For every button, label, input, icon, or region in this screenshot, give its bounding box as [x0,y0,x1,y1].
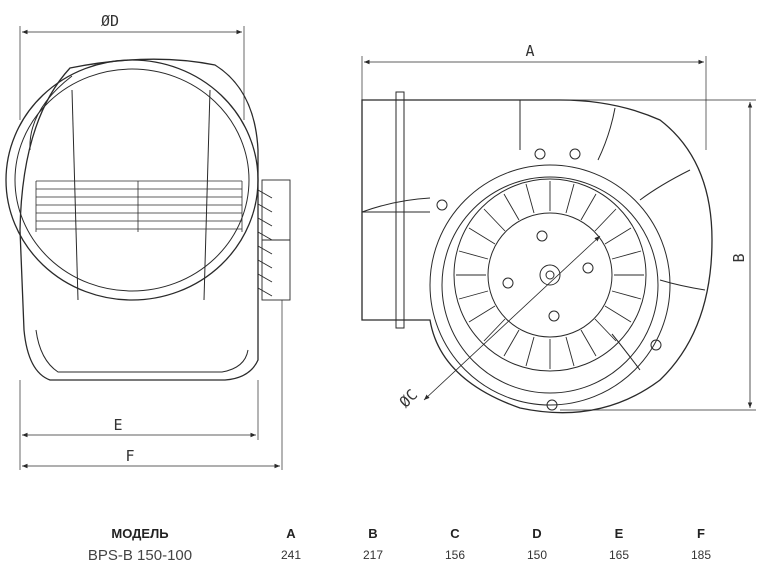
header-d: D [532,525,542,541]
motor-cooling-fin [565,336,575,367]
motor-side-fins [257,179,291,301]
inlet-collar-inner [14,68,250,292]
motor-cooling-fin [594,208,617,232]
motor-cooling-fin [468,305,496,323]
volute-contour [639,169,691,201]
motor-cooling-fin [458,290,489,300]
motor-hub [539,264,561,286]
volute-contour [361,197,431,213]
inlet-collar-outer [5,59,259,301]
motor-cooling-fin [580,193,597,221]
motor-cooling-fins [456,181,644,369]
cell-a: 241 [280,548,302,562]
dim-label-c: ØC [396,386,422,412]
header-c: C [450,525,460,541]
dim-line-diameter-c [423,235,601,401]
header-a: A [286,525,296,541]
table-row: BPS-B 150-100 241 217 156 150 165 185 [30,544,742,566]
cell-e: 165 [608,548,630,562]
dim-label-d: ØD [101,12,119,30]
motor-cooling-fin [525,183,535,214]
motor-bolt [502,277,514,289]
motor-bolt [536,230,548,242]
motor-fin [257,189,273,297]
front-housing-outline [19,58,259,381]
motor-bolt [548,310,560,322]
header-f: F [697,525,705,541]
motor-bolt [582,262,594,274]
dim-label-f: F [125,447,134,465]
header-b: B [368,525,378,541]
outlet-flange [395,91,405,329]
spec-table: МОДЕЛЬ A B C D E F BPS-B 150-100 241 217… [30,522,742,566]
cell-f: 185 [690,548,712,562]
impeller-blades [35,180,243,232]
motor-cooling-fin [483,208,506,232]
motor-cooling-fin [604,305,632,323]
header-model: МОДЕЛЬ [111,525,169,541]
motor-hub-center [545,270,555,280]
volute-contour [597,107,616,161]
motor-cooling-fin [611,290,642,300]
motor-mount-ear [546,399,558,411]
motor-cooling-fin [594,318,617,342]
housing-contour [29,75,73,151]
volute-contour [659,279,706,291]
motor-mount-ear [436,199,448,211]
fan-dimension-drawing: ØD E F [5,12,756,470]
scroll-shadow-line [203,89,211,301]
motor-cooling-fin [483,318,506,342]
motor-mount-ear [569,148,581,160]
motor-cooling-fin [503,193,520,221]
dim-label-e: E [113,416,122,434]
motor-cooling-fin [468,227,496,245]
scroll-shadow-line [71,89,79,301]
motor-cooling-fin [604,227,632,245]
volute-contour [611,333,641,371]
cell-d: 150 [526,548,548,562]
motor-cooling-fin [580,329,597,357]
cell-model: BPS-B 150-100 [87,546,193,564]
motor-mount-ear [534,148,546,160]
volute-housing-outline [361,99,713,414]
dim-label-a: A [525,42,534,60]
cell-c: 156 [444,548,466,562]
motor-cooling-fin [458,250,489,260]
dim-label-b: B [730,253,748,262]
motor-cooling-fin [611,250,642,260]
cell-b: 217 [362,548,384,562]
side-view [361,56,756,414]
header-e: E [614,525,624,541]
motor-mount-ear [650,339,662,351]
motor-cooling-fin [503,329,520,357]
front-view [5,26,291,470]
motor-cooling-fin [565,183,575,214]
housing-contour [35,329,249,373]
motor-cooling-fin [525,336,535,367]
spec-table-header-row: МОДЕЛЬ A B C D E F [30,522,742,544]
